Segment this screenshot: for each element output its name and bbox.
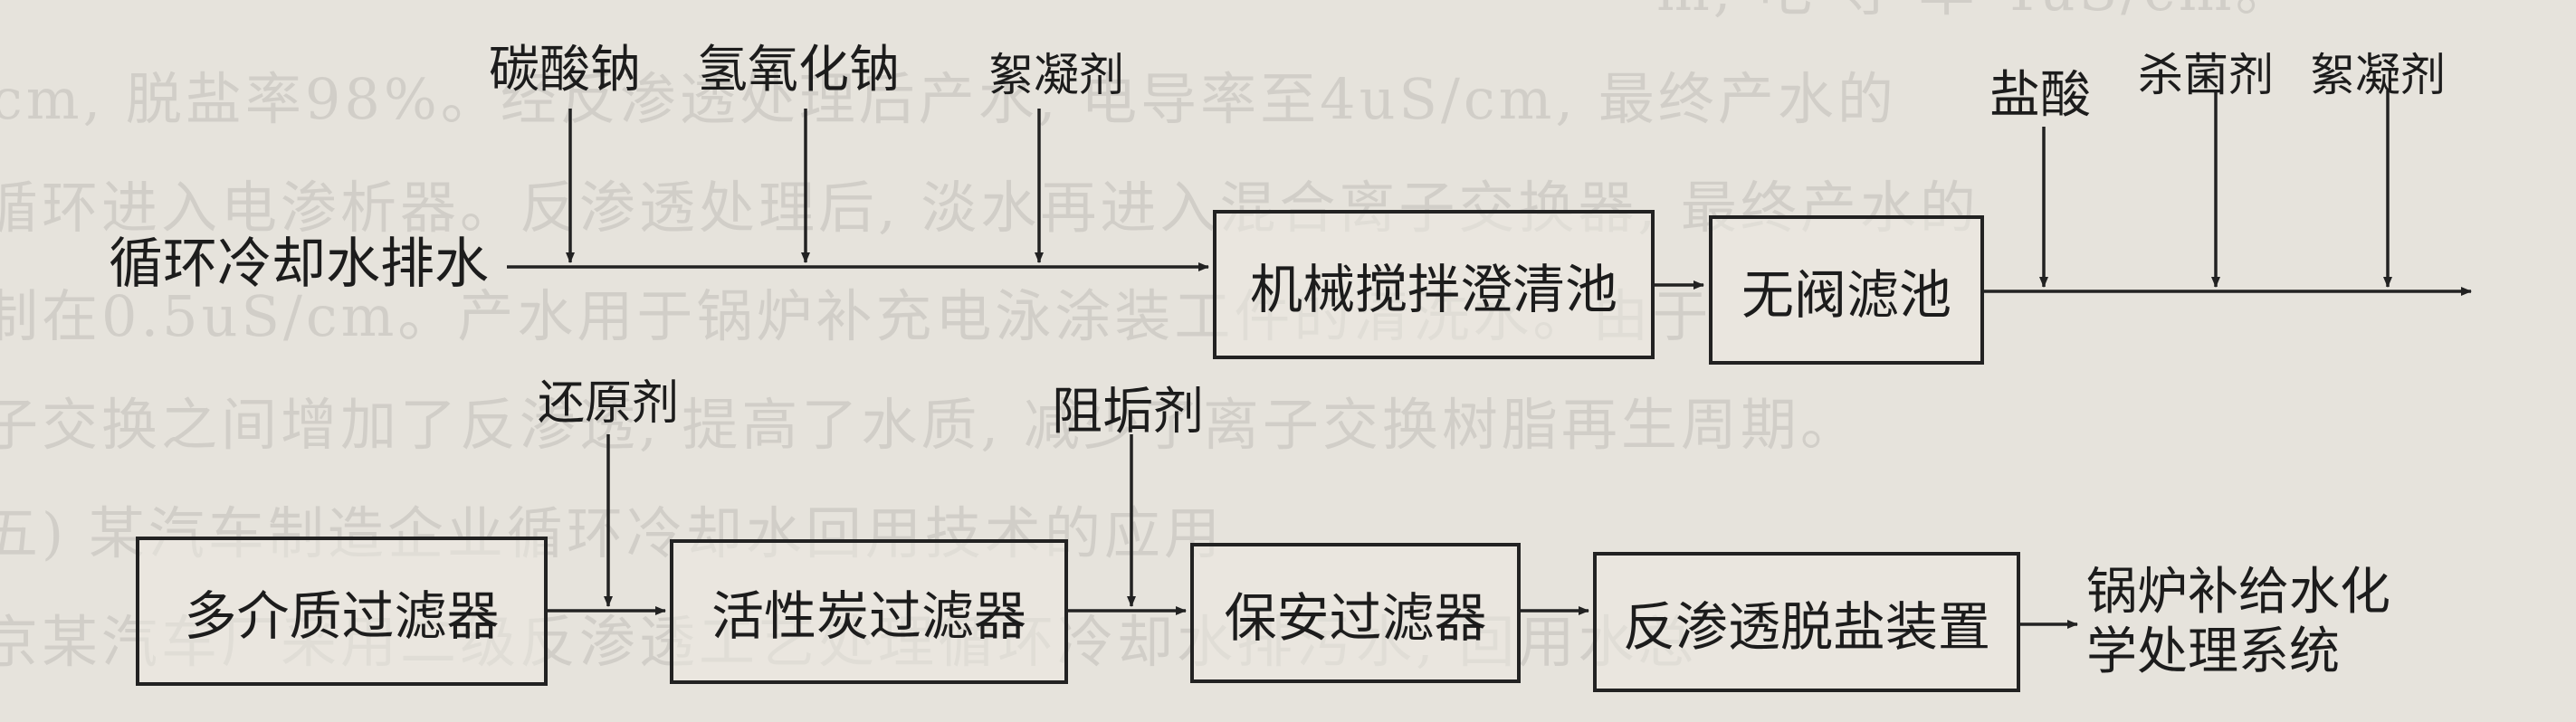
box-clarifier: 机械搅拌澄清池 (1213, 210, 1655, 359)
background-text-line: 子交换之间增加了反渗透, 提高了水质, 减少了离子交换树脂再生周期。 (0, 392, 1860, 458)
label-flocculant-1: 絮凝剂 (988, 49, 1124, 101)
label-hydrochloric-acid: 盐酸 (1989, 66, 2091, 125)
box-carbon-filter-label: 活性炭过滤器 (711, 585, 1026, 647)
label-sodium-carbonate: 碳酸钠 (489, 41, 641, 100)
box-multimedia-filter: 多介质过滤器 (136, 537, 548, 686)
background-text-line: m, 电 导 率 4uS/cm。 (1656, 0, 2576, 45)
box-clarifier-label: 机械搅拌澄清池 (1249, 258, 1617, 320)
box-security-filter: 保安过滤器 (1190, 543, 1521, 683)
label-sodium-hydroxide: 氢氧化钠 (697, 41, 900, 100)
label-boiler-system: 锅炉补给水化学处理系统 (2086, 563, 2390, 682)
box-multimedia-filter-label: 多介质过滤器 (184, 584, 500, 647)
label-source-water: 循环冷却水排水 (109, 233, 489, 296)
background-text-line: cm, 脱盐率98%。经反渗透处理后产水, 电导率至4uS/cm, 最终产水的 (0, 66, 1897, 132)
box-valveless-filter-label: 无阀滤池 (1741, 263, 1951, 326)
box-carbon-filter: 活性炭过滤器 (670, 539, 1068, 684)
label-bactericide: 杀菌剂 (2138, 49, 2274, 101)
label-reducing-agent: 还原剂 (538, 376, 680, 431)
box-valveless-filter: 无阀滤池 (1709, 215, 1984, 365)
label-flocculant-2: 絮凝剂 (2310, 49, 2446, 101)
box-ro-unit-label: 反渗透脱盐装置 (1622, 595, 1990, 658)
box-security-filter-label: 保安过滤器 (1224, 586, 1487, 649)
label-scale-inhibitor: 阻垢剂 (1052, 383, 1204, 442)
box-ro-unit: 反渗透脱盐装置 (1593, 552, 2020, 692)
